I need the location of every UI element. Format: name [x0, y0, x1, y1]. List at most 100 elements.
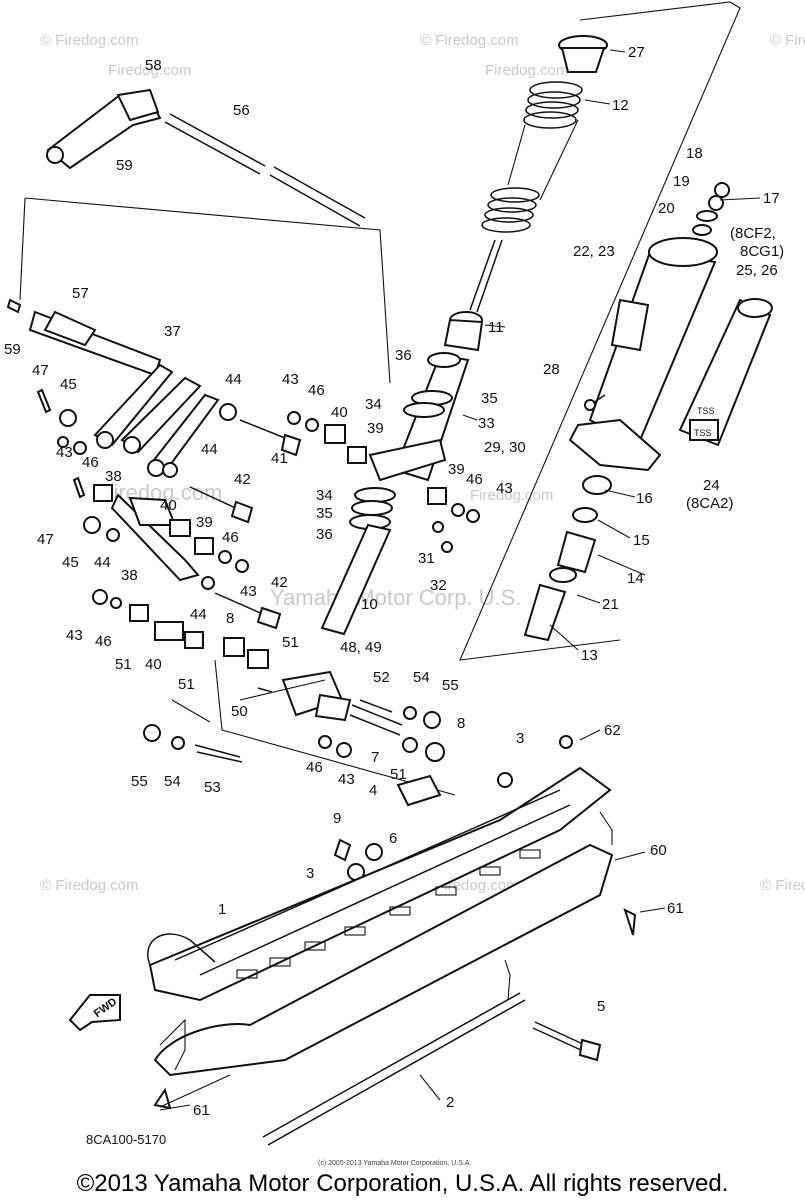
- callout: 1: [218, 901, 226, 918]
- part-mark-tss: TSS: [694, 428, 712, 438]
- callout: 46: [222, 529, 239, 546]
- callout: 6: [389, 830, 397, 847]
- callout: 59: [116, 157, 133, 174]
- watermark-tc: © Firedog.com: [420, 32, 519, 49]
- callout: 42: [234, 471, 251, 488]
- callout: 46: [82, 454, 99, 471]
- callout: 4: [369, 782, 377, 799]
- callout: 43: [56, 444, 73, 461]
- diagram-code: 8CA100-5170: [86, 1132, 167, 1147]
- callout: 44: [94, 554, 111, 571]
- callout: 3: [306, 865, 314, 882]
- callout: 62: [604, 722, 621, 739]
- callout: 51: [282, 634, 299, 651]
- callout: 35: [316, 505, 333, 522]
- callout: 52: [373, 669, 390, 686]
- watermark-br: © Firedog.com: [760, 877, 805, 894]
- callout: 7: [371, 749, 379, 766]
- callout: 11: [488, 319, 504, 336]
- callout: 55: [442, 677, 459, 694]
- watermark-tc2: Firedog.com: [485, 62, 568, 79]
- callout: 44: [201, 441, 218, 458]
- callout: 40: [160, 497, 177, 514]
- callout: 61: [667, 900, 684, 917]
- callout: 38: [121, 567, 138, 584]
- spring-12: [523, 81, 583, 129]
- callout: 48, 49: [340, 639, 382, 656]
- callout: 13: [581, 647, 598, 664]
- callout: 19: [673, 173, 690, 190]
- callout: 34: [365, 396, 382, 413]
- watermark-tr: © Firedog.com: [770, 32, 805, 49]
- parts-drawing: [6, 1, 773, 1146]
- callout: 28: [543, 361, 560, 378]
- watermark-bl: © Firedog.com: [40, 877, 139, 894]
- callout: 51: [390, 766, 407, 783]
- callout: 58: [145, 57, 162, 74]
- callout: 44: [225, 371, 242, 388]
- callout: 5: [597, 998, 605, 1015]
- callout: 39: [367, 420, 384, 437]
- callout: 46: [308, 382, 325, 399]
- callout: 46: [306, 759, 323, 776]
- callout: 47: [37, 531, 54, 548]
- callout: 60: [650, 842, 667, 859]
- callout: 61: [193, 1102, 210, 1119]
- callout: 46: [95, 633, 112, 650]
- spring-lower: [481, 187, 540, 233]
- callouts: 27 12 58 56 59 18 19 17 20 (8CF2, 8CG1) …: [4, 44, 784, 1119]
- callout: 8CG1): [740, 243, 784, 260]
- watermark-mid: Yamaha Motor Corp. U.S.: [270, 585, 521, 610]
- callout: (8CA2): [686, 495, 734, 512]
- callout: 45: [62, 554, 79, 571]
- callout: 10: [361, 596, 378, 613]
- callout: 55: [131, 773, 148, 790]
- callout: 29, 30: [484, 439, 526, 456]
- callout: 39: [196, 514, 213, 531]
- callout: 54: [413, 669, 430, 686]
- callout: 18: [686, 145, 703, 162]
- small-notice: (c) 2005-2013 Yamaha Motor Corporation, …: [318, 1160, 472, 1167]
- part-mark-tss: TSS: [697, 406, 715, 416]
- callout: 33: [478, 415, 495, 432]
- callout: 40: [331, 404, 348, 421]
- callout: (8CF2,: [730, 225, 776, 242]
- callout: 43: [282, 371, 299, 388]
- callout: 51: [115, 656, 132, 673]
- callout: 43: [240, 583, 257, 600]
- callout: 44: [190, 606, 207, 623]
- callout: 14: [627, 570, 644, 587]
- callout: 9: [333, 810, 341, 827]
- callout: 36: [395, 347, 412, 364]
- callout: 46: [466, 471, 483, 488]
- callout: 53: [204, 779, 221, 796]
- callout: 16: [636, 490, 653, 507]
- callout: 36: [316, 526, 333, 543]
- callout: 2: [446, 1094, 454, 1111]
- callout: 39: [448, 461, 465, 478]
- callout: 3: [516, 730, 524, 747]
- callout: 38: [105, 468, 122, 485]
- callout: 27: [628, 44, 645, 61]
- callout: 47: [32, 362, 49, 379]
- callout: 22, 23: [573, 243, 615, 260]
- callout: 43: [66, 627, 83, 644]
- callout: 43: [496, 480, 513, 497]
- callout: 51: [178, 676, 195, 693]
- callout: 50: [231, 703, 248, 720]
- copyright-footer: ©2013 Yamaha Motor Corporation, U.S.A. A…: [76, 1170, 729, 1197]
- callout: 32: [430, 577, 447, 594]
- callout: 17: [763, 190, 780, 207]
- callout: 12: [612, 97, 629, 114]
- callout: 57: [72, 285, 89, 302]
- callout: 31: [418, 550, 435, 567]
- callout: 24: [703, 477, 720, 494]
- callout: 43: [338, 771, 355, 788]
- callout: 20: [658, 200, 675, 217]
- callout: 45: [60, 376, 77, 393]
- callout: 42: [271, 574, 288, 591]
- callout: 8: [457, 715, 465, 732]
- callout: 37: [164, 323, 181, 340]
- callout: 34: [316, 487, 333, 504]
